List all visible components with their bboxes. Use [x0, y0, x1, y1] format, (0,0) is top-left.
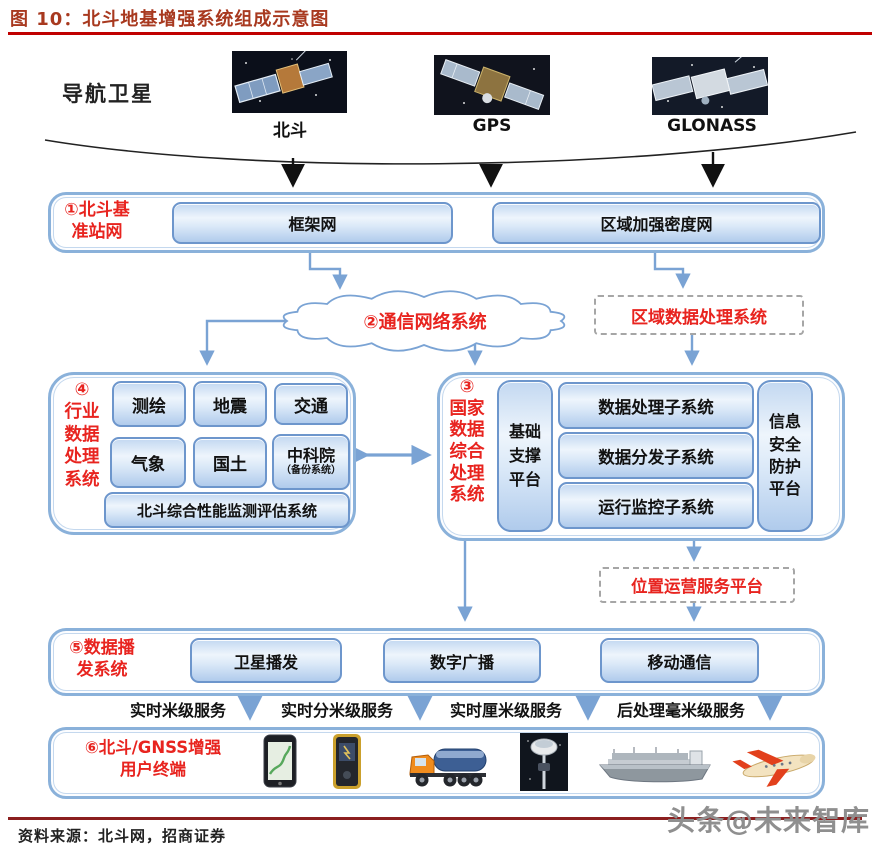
satellite-name-beidou: 北斗 [273, 121, 307, 141]
cell-surveying: 测绘 [112, 381, 186, 427]
gps-satellite-image [434, 55, 550, 115]
earth-arc-line [44, 131, 857, 165]
comm-network-label: ②通信网络系统 [363, 312, 487, 333]
industry-processing-label: ④ 行业 数据 处理 系统 [64, 380, 100, 490]
title-rule [8, 32, 872, 35]
cell-cas-backup: 中科院 （备份系统） [272, 434, 350, 490]
smartphone-icon [263, 734, 297, 788]
broadcast-system-label: ⑤数据播 发系统 [69, 638, 135, 681]
beidou-satellite-image [232, 51, 347, 113]
location-service-platform-node: 位置运营服务平台 [599, 567, 795, 603]
channel-satellite-broadcast: 卫星播发 [190, 638, 342, 683]
glonass-satellite-image [652, 57, 768, 115]
nav-satellite-label: 导航卫星 [62, 82, 154, 106]
security-platform-text: 信息 安全 防护 平台 [768, 412, 801, 499]
security-platform-pillar: 信息 安全 防护 平台 [757, 380, 813, 532]
cas-line1: 中科院 [286, 446, 335, 466]
source-text: 资料来源：北斗网，招商证券 [18, 829, 227, 845]
user-terminals-label: ⑥北斗/GNSS增强 用户终端 [84, 738, 222, 779]
footer-rule [8, 817, 862, 820]
ship-icon [598, 747, 711, 783]
support-platform-pillar: 基础 支撑 平台 [497, 380, 553, 532]
watermark-text: 头条@未来智库 [666, 804, 870, 837]
subsystem-data-processing: 数据处理子系统 [558, 382, 754, 429]
satellite-downlink-arrows [281, 152, 725, 188]
blue-connectors [199, 253, 702, 622]
figure-title: 图 10：北斗地基增强系统组成示意图 [10, 9, 330, 30]
base-station-network-label: ①北斗基 准站网 [64, 200, 130, 243]
cell-performance-monitoring: 北斗综合性能监测评估系统 [104, 492, 350, 528]
service-realtime-decimeter: 实时分米级服务 [280, 701, 393, 720]
airplane-icon [732, 749, 816, 787]
subsystem-operation-monitoring: 运行监控子系统 [558, 482, 754, 529]
handheld-terminal-icon [333, 734, 361, 789]
service-realtime-centimeter: 实时厘米级服务 [449, 701, 562, 720]
service-arrows [237, 695, 783, 721]
national-processing-label: ③ 国家 数据 综合 处理 系统 [449, 377, 485, 506]
service-realtime-meter: 实时米级服务 [129, 701, 226, 720]
cell-land: 国土 [193, 437, 267, 488]
subsystem-data-distribution: 数据分发子系统 [558, 432, 754, 479]
regional-densify-net-node: 区域加强密度网 [492, 202, 821, 244]
support-platform-text: 基础 支撑 平台 [508, 422, 541, 489]
channel-digital-broadcast: 数字广播 [383, 638, 541, 683]
regional-data-processing-node: 区域数据处理系统 [594, 295, 804, 335]
cell-meteorology: 气象 [110, 437, 186, 488]
truck-icon [409, 748, 487, 787]
cas-line2: （备份系统） [281, 465, 341, 477]
satellite-name-glonass: GLONASS [667, 116, 757, 136]
cell-seismic: 地震 [193, 381, 267, 427]
satellite-name-gps: GPS [472, 116, 512, 136]
surveying-receiver-icon [520, 733, 568, 791]
service-postprocess-millimeter: 后处理毫米级服务 [616, 701, 745, 720]
communication-cloud-shape [282, 290, 566, 352]
frame-net-node: 框架网 [172, 202, 453, 244]
channel-mobile-communication: 移动通信 [600, 638, 759, 683]
cell-transport: 交通 [274, 383, 348, 425]
